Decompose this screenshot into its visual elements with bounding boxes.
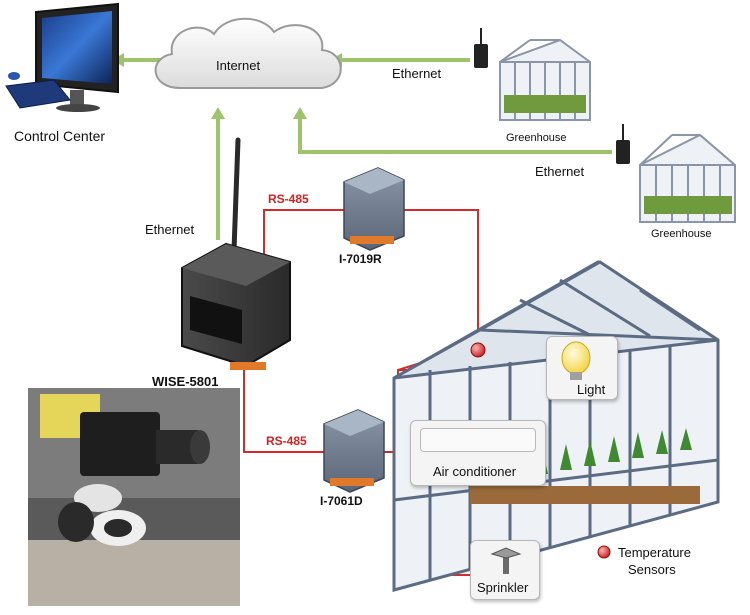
ethernet-left-label: Ethernet (145, 222, 195, 237)
i-7019r-module-icon (343, 167, 405, 251)
rs485-bottom-label: RS-485 (266, 434, 307, 448)
light-label: Light (577, 382, 606, 397)
temperature-sensor-dot (470, 342, 486, 358)
legend-label-line2: Sensors (628, 562, 676, 577)
control-center-computer-icon (5, 2, 119, 112)
air-conditioner-label: Air conditioner (433, 464, 517, 479)
greenhouse-1-icon (499, 38, 591, 121)
legend-label-line1: Temperature (618, 545, 691, 560)
camera-photo (28, 388, 240, 606)
module-bottom-label: I-7061D (320, 494, 363, 508)
greenhouse-2-icon (639, 133, 736, 223)
sprinkler-label: Sprinkler (477, 580, 529, 595)
internet-label: Internet (216, 58, 261, 73)
rs485-top-label: RS-485 (268, 192, 309, 206)
sprinkler-icon (490, 547, 522, 574)
ethernet-right-label: Ethernet (535, 164, 585, 179)
gateway-antenna-2-icon (616, 124, 630, 164)
gateway-antenna-1-icon (474, 28, 488, 68)
ethernet-links (112, 53, 612, 240)
legend-sensor-dot (597, 545, 611, 559)
greenhouse-2-label: Greenhouse (651, 228, 712, 240)
i-7061d-module-icon (323, 409, 385, 493)
internet-cloud (154, 17, 342, 89)
wise-5801-controller-icon (181, 137, 291, 370)
control-center-label: Control Center (14, 128, 106, 144)
controller-label: WISE-5801 (152, 374, 219, 389)
ethernet-top-label: Ethernet (392, 66, 442, 81)
light-bulb-icon (561, 341, 591, 380)
module-top-label: I-7019R (339, 252, 382, 266)
air-conditioner-icon (420, 428, 536, 452)
greenhouse-1-label: Greenhouse (506, 132, 567, 144)
